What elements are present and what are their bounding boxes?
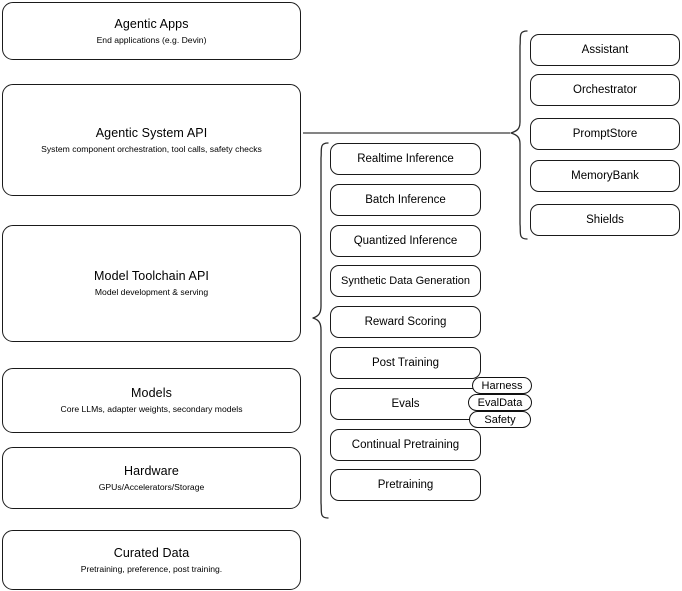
capability-pill-pretraining[interactable]: Pretraining xyxy=(330,469,481,501)
capability-pill-post-training[interactable]: Post Training xyxy=(330,347,481,379)
layer-title: Curated Data xyxy=(113,545,190,560)
layer-title: Agentic Apps xyxy=(114,16,189,31)
layer-subtitle: Model development & serving xyxy=(94,287,209,297)
layer-subtitle: End applications (e.g. Devin) xyxy=(96,34,207,45)
system-component-shields[interactable]: Shields xyxy=(530,204,680,236)
layer-subtitle: GPUs/Accelerators/Storage xyxy=(98,481,205,492)
layer-subtitle: Core LLMs, adapter weights, secondary mo… xyxy=(60,404,243,414)
system-component-memorybank[interactable]: MemoryBank xyxy=(530,160,680,192)
layer-box-curated-data[interactable]: Curated Data Pretraining, preference, po… xyxy=(2,530,301,590)
system-component-assistant[interactable]: Assistant xyxy=(530,34,680,66)
brace-toolchain-capabilities xyxy=(312,142,329,519)
layer-box-hardware[interactable]: Hardware GPUs/Accelerators/Storage xyxy=(2,447,301,509)
layer-title: Model Toolchain API xyxy=(94,269,209,283)
brace-system-components xyxy=(510,30,528,240)
capability-pill-realtime-inference[interactable]: Realtime Inference xyxy=(330,143,481,175)
system-component-promptstore[interactable]: PromptStore xyxy=(530,118,680,150)
capability-pill-continual-pretraining[interactable]: Continual Pretraining xyxy=(330,429,481,461)
capability-pill-quantized-inference[interactable]: Quantized Inference xyxy=(330,225,481,257)
layer-title: Hardware xyxy=(124,463,179,478)
layer-subtitle: System component orchestration, tool cal… xyxy=(41,143,262,154)
capability-pill-reward-scoring[interactable]: Reward Scoring xyxy=(330,306,481,338)
layer-title: Agentic System API xyxy=(95,125,208,140)
capability-pill-synthetic-data-generation[interactable]: Synthetic Data Generation xyxy=(330,265,481,297)
layer-box-models[interactable]: Models Core LLMs, adapter weights, secon… xyxy=(2,368,301,433)
evals-subitem-evaldata[interactable]: EvalData xyxy=(468,394,532,411)
layer-title: Models xyxy=(131,386,172,400)
layer-subtitle: Pretraining, preference, post training. xyxy=(80,563,223,574)
capability-pill-evals[interactable]: Evals xyxy=(330,388,481,420)
evals-subitem-harness[interactable]: Harness xyxy=(472,377,532,394)
evals-subitem-safety[interactable]: Safety xyxy=(469,411,531,428)
capability-pill-batch-inference[interactable]: Batch Inference xyxy=(330,184,481,216)
layer-box-agentic-apps[interactable]: Agentic Apps End applications (e.g. Devi… xyxy=(2,2,301,60)
layer-box-model-toolchain-api[interactable]: Model Toolchain API Model development & … xyxy=(2,225,301,342)
system-component-orchestrator[interactable]: Orchestrator xyxy=(530,74,680,106)
layer-box-agentic-system-api[interactable]: Agentic System API System component orch… xyxy=(2,84,301,196)
